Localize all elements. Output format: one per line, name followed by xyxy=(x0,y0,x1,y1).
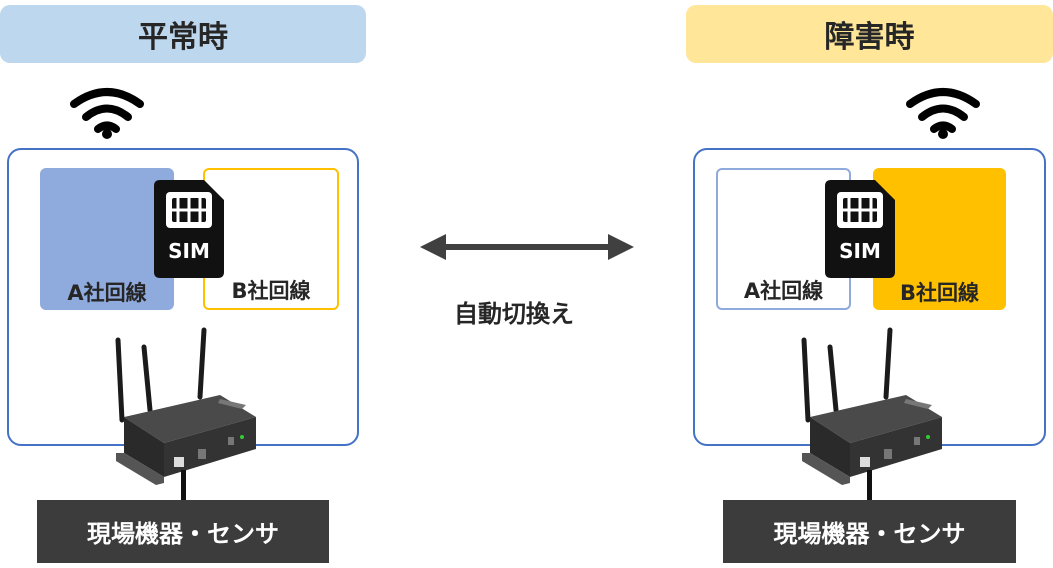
left-line-a-label: A社回線 xyxy=(67,281,147,305)
right-cable xyxy=(867,470,872,500)
wifi-icon-right xyxy=(906,88,980,139)
right-line-a-label: A社回線 xyxy=(743,279,824,303)
auto-switch-label: 自動切換え xyxy=(454,300,574,328)
right-field-device-box: 現場機器・センサ xyxy=(723,500,1016,563)
router-device-right xyxy=(801,327,942,485)
sim-card-icon-right: SIM xyxy=(825,180,895,278)
sim-card-icon-left: SIM xyxy=(154,180,224,278)
right-field-device-label: 現場機器・センサ xyxy=(773,520,966,548)
right-panel-title: 障害時 xyxy=(686,5,1053,63)
wifi-icon-left xyxy=(70,88,144,139)
right-line-b-label: B社回線 xyxy=(899,281,979,305)
sim-label-left: SIM xyxy=(168,239,210,263)
left-line-b-label: B社回線 xyxy=(231,279,311,303)
left-field-device-box: 現場機器・センサ xyxy=(37,500,329,563)
left-line-b: B社回線 xyxy=(203,168,339,310)
left-panel-title: 平常時 xyxy=(0,5,366,63)
router-device-left xyxy=(115,327,256,485)
bidirectional-arrow-icon xyxy=(420,234,634,260)
left-cable xyxy=(181,470,186,500)
left-field-device-label: 現場機器・センサ xyxy=(87,520,279,548)
right-line-b: B社回線 xyxy=(873,168,1006,310)
sim-label-right: SIM xyxy=(839,239,881,263)
left-line-a: A社回線 xyxy=(40,168,174,310)
